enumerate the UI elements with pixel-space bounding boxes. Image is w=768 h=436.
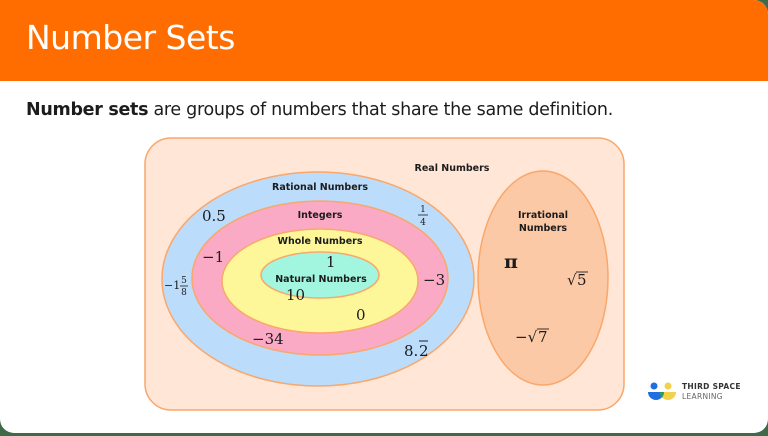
integer-example-neg34: −34 xyxy=(252,330,284,348)
irrational-numbers-label-line2: Numbers xyxy=(519,223,568,234)
svg-text:−1: −1 xyxy=(164,279,180,292)
natural-numbers-region xyxy=(260,251,380,299)
integer-example-neg3: −3 xyxy=(423,271,445,289)
svg-text:√: √ xyxy=(567,271,577,289)
svg-text:8.: 8. xyxy=(404,342,418,360)
logo-line1: THIRD SPACE xyxy=(682,382,741,391)
svg-text:5: 5 xyxy=(577,271,587,289)
svg-text:8: 8 xyxy=(181,288,187,298)
svg-text:4: 4 xyxy=(420,218,426,228)
header-bar: Number Sets xyxy=(0,0,768,81)
whole-example-0: 0 xyxy=(356,306,366,324)
svg-text:2: 2 xyxy=(419,342,429,360)
rational-example-repeating-decimal: 8. 2 xyxy=(404,340,429,360)
rational-numbers-label: Rational Numbers xyxy=(272,182,368,193)
irrational-example-pi: π xyxy=(504,251,518,273)
rational-example-one-quarter: 1 4 xyxy=(418,205,428,228)
svg-text:1: 1 xyxy=(420,205,426,215)
real-numbers-label: Real Numbers xyxy=(415,163,490,174)
irrational-example-sqrt5: √ 5 xyxy=(567,271,588,289)
svg-text:5: 5 xyxy=(181,276,187,286)
integers-label: Integers xyxy=(298,210,343,221)
rational-example-mixed-fraction: −1 5 8 xyxy=(164,276,188,298)
logo-line2: LEARNING xyxy=(682,392,723,401)
rational-example-0-5: 0.5 xyxy=(202,207,226,225)
natural-example-10: 10 xyxy=(286,286,305,304)
natural-numbers-label: Natural Numbers xyxy=(275,274,367,285)
irrational-numbers-region xyxy=(477,170,609,386)
svg-text:−√: −√ xyxy=(515,328,538,346)
natural-example-1: 1 xyxy=(326,253,336,271)
irrational-numbers-label-line1: Irrational xyxy=(518,210,568,221)
third-space-learning-logo: THIRD SPACE LEARNING xyxy=(646,381,756,407)
whole-numbers-label: Whole Numbers xyxy=(278,236,363,247)
intro-definition: are groups of numbers that share the sam… xyxy=(148,100,613,120)
intro-text: Number sets are groups of numbers that s… xyxy=(26,100,613,120)
svg-text:7: 7 xyxy=(538,328,548,346)
integer-example-neg1: −1 xyxy=(202,248,224,266)
logo-people-icon xyxy=(648,382,676,400)
irrational-example-neg-sqrt7: −√ 7 xyxy=(515,328,549,346)
intro-bold-term: Number sets xyxy=(26,100,149,120)
page-title: Number Sets xyxy=(26,18,235,57)
